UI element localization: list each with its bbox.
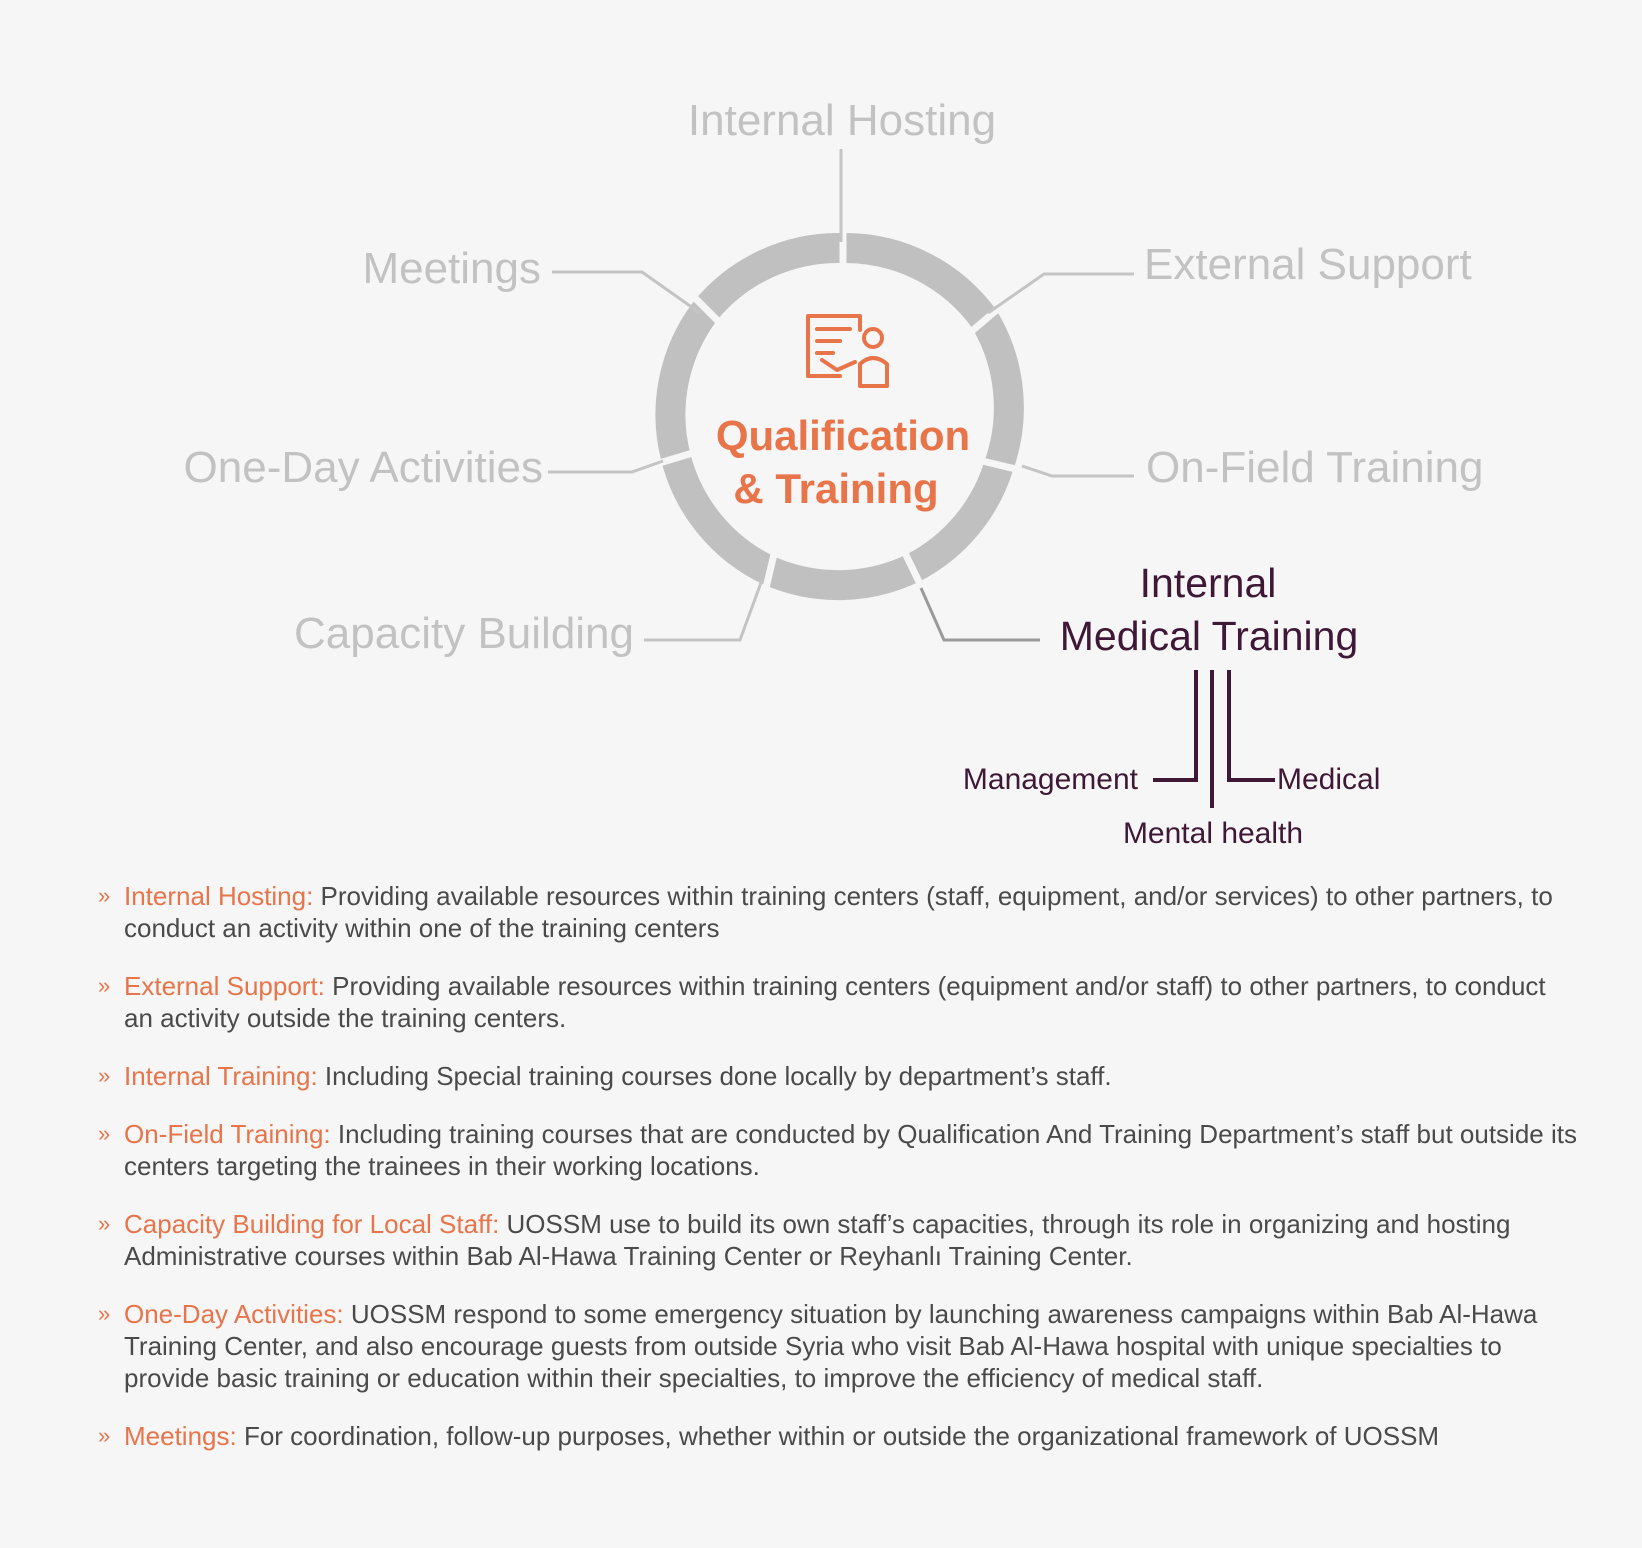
label-internal-medical-line2: Medical Training <box>1060 613 1359 659</box>
definition-one-day-activities: » One-Day Activities: UOSSM respond to so… <box>98 1298 1578 1394</box>
definition-term: Internal Hosting: <box>124 881 314 911</box>
bullet-icon: » <box>98 1211 111 1236</box>
definition-internal-hosting: » Internal Hosting: Providing available r… <box>98 880 1578 944</box>
qualification-training-diagram: Qualification & Training Internal Hostin… <box>184 96 1484 850</box>
ring-segment-bottom-left <box>661 453 777 585</box>
connector-capacity-building <box>644 579 764 642</box>
label-on-field-training: On-Field Training <box>1146 443 1483 492</box>
definition-term: External Support: <box>124 971 325 1001</box>
label-meetings: Meetings <box>362 244 541 293</box>
bullet-icon: » <box>98 883 111 908</box>
presentation-board-icon <box>806 314 889 388</box>
definition-term: Internal Training: <box>124 1061 318 1091</box>
definition-external-support: » External Support: Providing available r… <box>98 970 1578 1034</box>
definition-term: One-Day Activities: <box>124 1299 344 1329</box>
connector-internal-medical <box>919 587 1040 642</box>
ring-segment-top <box>845 233 998 329</box>
connector-meetings <box>552 270 701 315</box>
bullet-icon: » <box>98 1423 111 1448</box>
label-internal-hosting: Internal Hosting <box>688 96 996 145</box>
ring-segment-right <box>970 309 1024 470</box>
ring-segment-top-left <box>694 232 841 320</box>
center-title-line2: & Training <box>733 465 938 512</box>
label-capacity-building: Capacity Building <box>294 609 634 658</box>
definition-text: Including training courses that are cond… <box>124 1119 1577 1181</box>
bullet-icon: » <box>98 1301 111 1326</box>
bullet-icon: » <box>98 1063 111 1088</box>
definition-text: Providing available resources within tra… <box>124 881 1553 943</box>
label-external-support: External Support <box>1144 240 1472 289</box>
gray-connectors <box>548 149 1134 642</box>
connector-external-support <box>987 272 1134 315</box>
definition-text: For coordination, follow-up purposes, wh… <box>236 1421 1440 1451</box>
definition-capacity-building: » Capacity Building for Local Staff: UOSS… <box>98 1208 1578 1272</box>
label-management: Management <box>963 763 1139 796</box>
definition-term: Capacity Building for Local Staff: <box>124 1209 500 1239</box>
definition-text: UOSSM use to build its own staff’s capac… <box>124 1209 1511 1271</box>
ring-gaps <box>654 226 1021 593</box>
ring <box>655 232 1024 601</box>
center-title-line1: Qualification <box>716 412 970 459</box>
definition-text: UOSSM respond to some emergency situatio… <box>124 1299 1538 1393</box>
connector-medical <box>1227 670 1275 782</box>
connector-on-field-training <box>1021 464 1134 478</box>
ring-segment-bottom-right <box>905 460 1014 582</box>
ring-segment-left <box>655 300 719 462</box>
label-internal-medical-line1: Internal <box>1140 560 1277 606</box>
definition-on-field-training: » On-Field Training: Including training c… <box>98 1118 1578 1182</box>
label-medical: Medical <box>1277 763 1380 796</box>
connector-one-day-activities <box>548 459 664 474</box>
sub-branch-connectors <box>1153 670 1275 808</box>
definitions-list: » Internal Hosting: Providing available r… <box>98 880 1578 1478</box>
definition-text: Providing available resources within tra… <box>124 971 1546 1033</box>
bullet-icon: » <box>98 973 111 998</box>
definition-text: Including Special training courses done … <box>317 1061 1112 1091</box>
definition-internal-training: » Internal Training: Including Special tr… <box>98 1060 1578 1092</box>
label-mental-health: Mental health <box>1123 817 1303 850</box>
bullet-icon: » <box>98 1121 111 1146</box>
ring-segment-bottom <box>764 554 920 601</box>
label-one-day-activities: One-Day Activities <box>184 443 543 492</box>
definition-term: On-Field Training: <box>124 1119 331 1149</box>
definition-meetings: » Meetings: For coordination, follow-up p… <box>98 1420 1578 1452</box>
definition-term: Meetings: <box>124 1421 237 1451</box>
connector-management <box>1153 670 1198 782</box>
